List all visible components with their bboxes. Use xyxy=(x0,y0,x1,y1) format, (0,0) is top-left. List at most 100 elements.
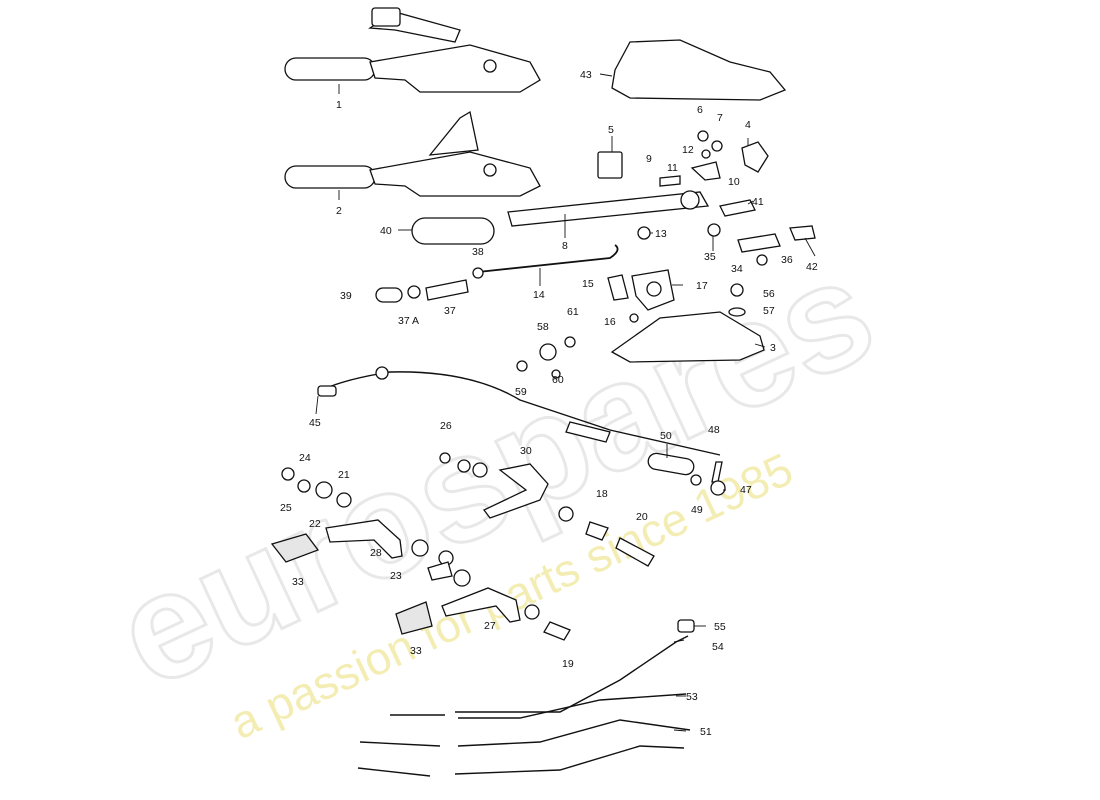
part-27-bracket xyxy=(441,587,521,623)
part-49-nut xyxy=(690,474,702,486)
part-37-spring xyxy=(425,279,469,301)
part-40-grip xyxy=(411,217,495,245)
callout-53: 53 xyxy=(686,691,698,703)
part-47-adjuster xyxy=(710,480,726,496)
callout-27: 27 xyxy=(484,620,496,632)
callout-14: 14 xyxy=(533,289,545,301)
callout-13: 13 xyxy=(655,228,667,240)
part-43-boot xyxy=(611,39,787,101)
callout-42: 42 xyxy=(806,261,818,273)
callout-47: 47 xyxy=(740,484,752,496)
part-39-cap xyxy=(375,287,403,303)
part-15-pawl xyxy=(607,274,629,301)
callout-39: 39 xyxy=(340,290,352,302)
callout-54: 54 xyxy=(712,641,724,653)
callout-45: 45 xyxy=(309,417,321,429)
part-35-nut xyxy=(707,223,721,237)
callout-41: 41 xyxy=(752,196,764,208)
callout-9: 9 xyxy=(646,153,652,165)
callout-34: 34 xyxy=(731,263,743,275)
part-54-cable xyxy=(455,635,689,713)
part-41-bracket xyxy=(719,199,756,217)
callout-6: 6 xyxy=(697,104,703,116)
callout-40: 40 xyxy=(380,225,392,237)
callout-37: 37 xyxy=(444,305,456,317)
callout-28: 28 xyxy=(370,547,382,559)
part-51-cable xyxy=(359,719,691,747)
callout-15: 15 xyxy=(582,278,594,290)
part-20-bolt xyxy=(615,537,655,567)
callout-1: 1 xyxy=(336,99,342,111)
callout-36: 36 xyxy=(781,254,793,266)
part-50-sleeve xyxy=(647,452,695,476)
part-55-grommet xyxy=(677,619,695,633)
callout-23: 23 xyxy=(390,570,402,582)
callout-16: 16 xyxy=(604,316,616,328)
callout-59: 59 xyxy=(515,386,527,398)
part-57-washer xyxy=(728,307,746,317)
callout-57: 57 xyxy=(763,305,775,317)
part-33-junction-box-lower xyxy=(395,601,433,635)
callout-38: 38 xyxy=(472,246,484,258)
callout-26: 26 xyxy=(440,420,452,432)
part-53-cable xyxy=(390,693,687,719)
callout-43: 43 xyxy=(580,69,592,81)
callout-24: 24 xyxy=(299,452,311,464)
callout-labels: 1 2 3 4 5 6 7 8 9 10 11 12 13 14 15 16 1… xyxy=(280,69,818,738)
callout-2: 2 xyxy=(336,205,342,217)
part-58-clamp xyxy=(539,343,557,361)
part-51-cable-lower xyxy=(357,745,685,777)
callout-21: 21 xyxy=(338,469,350,481)
callout-7: 7 xyxy=(717,112,723,124)
callout-17: 17 xyxy=(696,280,708,292)
part-14-pull-rod xyxy=(477,244,619,273)
callout-3: 3 xyxy=(770,342,776,354)
callout-56: 56 xyxy=(763,288,775,300)
callout-60: 60 xyxy=(552,374,564,386)
callout-12: 12 xyxy=(682,144,694,156)
callout-48: 48 xyxy=(708,424,720,436)
callout-33-upper: 33 xyxy=(292,576,304,588)
left-linkage-group xyxy=(281,467,471,587)
callout-61: 61 xyxy=(567,306,579,318)
callout-10: 10 xyxy=(728,176,740,188)
small-fittings-group xyxy=(597,130,769,187)
callout-33-lower: 33 xyxy=(410,645,422,657)
callout-8: 8 xyxy=(562,240,568,252)
callout-35: 35 xyxy=(704,251,716,263)
callout-55: 55 xyxy=(714,621,726,633)
callout-5: 5 xyxy=(608,124,614,136)
part-3-base-housing xyxy=(610,311,765,363)
part-33-junction-box-upper xyxy=(270,533,320,563)
part-38-washer xyxy=(472,267,484,279)
callout-51: 51 xyxy=(700,726,712,738)
leader-lines xyxy=(315,73,816,732)
callout-37a: 37 A xyxy=(398,315,419,327)
part-16-screw xyxy=(629,313,639,323)
part-36-pin xyxy=(756,254,768,266)
part-34-link xyxy=(737,233,781,253)
part-30-bracket xyxy=(483,463,549,519)
callout-49: 49 xyxy=(691,504,703,516)
part-19-pin xyxy=(543,621,571,641)
watermark: eurospares a passion for parts since 198… xyxy=(91,223,898,749)
part-37a-ring xyxy=(407,285,421,299)
callout-50: 50 xyxy=(660,430,672,442)
part-60-nut xyxy=(551,369,561,379)
callout-19: 19 xyxy=(562,658,574,670)
part-13-nut xyxy=(637,226,651,240)
callout-25: 25 xyxy=(280,502,292,514)
callout-30: 30 xyxy=(520,445,532,457)
part-45-main-cable xyxy=(317,371,721,456)
part-1-handbrake-lever xyxy=(284,7,541,93)
part-59-bolt xyxy=(516,360,528,372)
part-56-bolt xyxy=(730,283,744,297)
part-18-pin xyxy=(585,521,609,541)
callout-4: 4 xyxy=(745,119,751,131)
callout-20: 20 xyxy=(636,511,648,523)
callout-18: 18 xyxy=(596,488,608,500)
part-42-clip xyxy=(789,225,816,241)
part-61-nut xyxy=(564,336,576,348)
part-2-handbrake-lever xyxy=(284,110,541,197)
